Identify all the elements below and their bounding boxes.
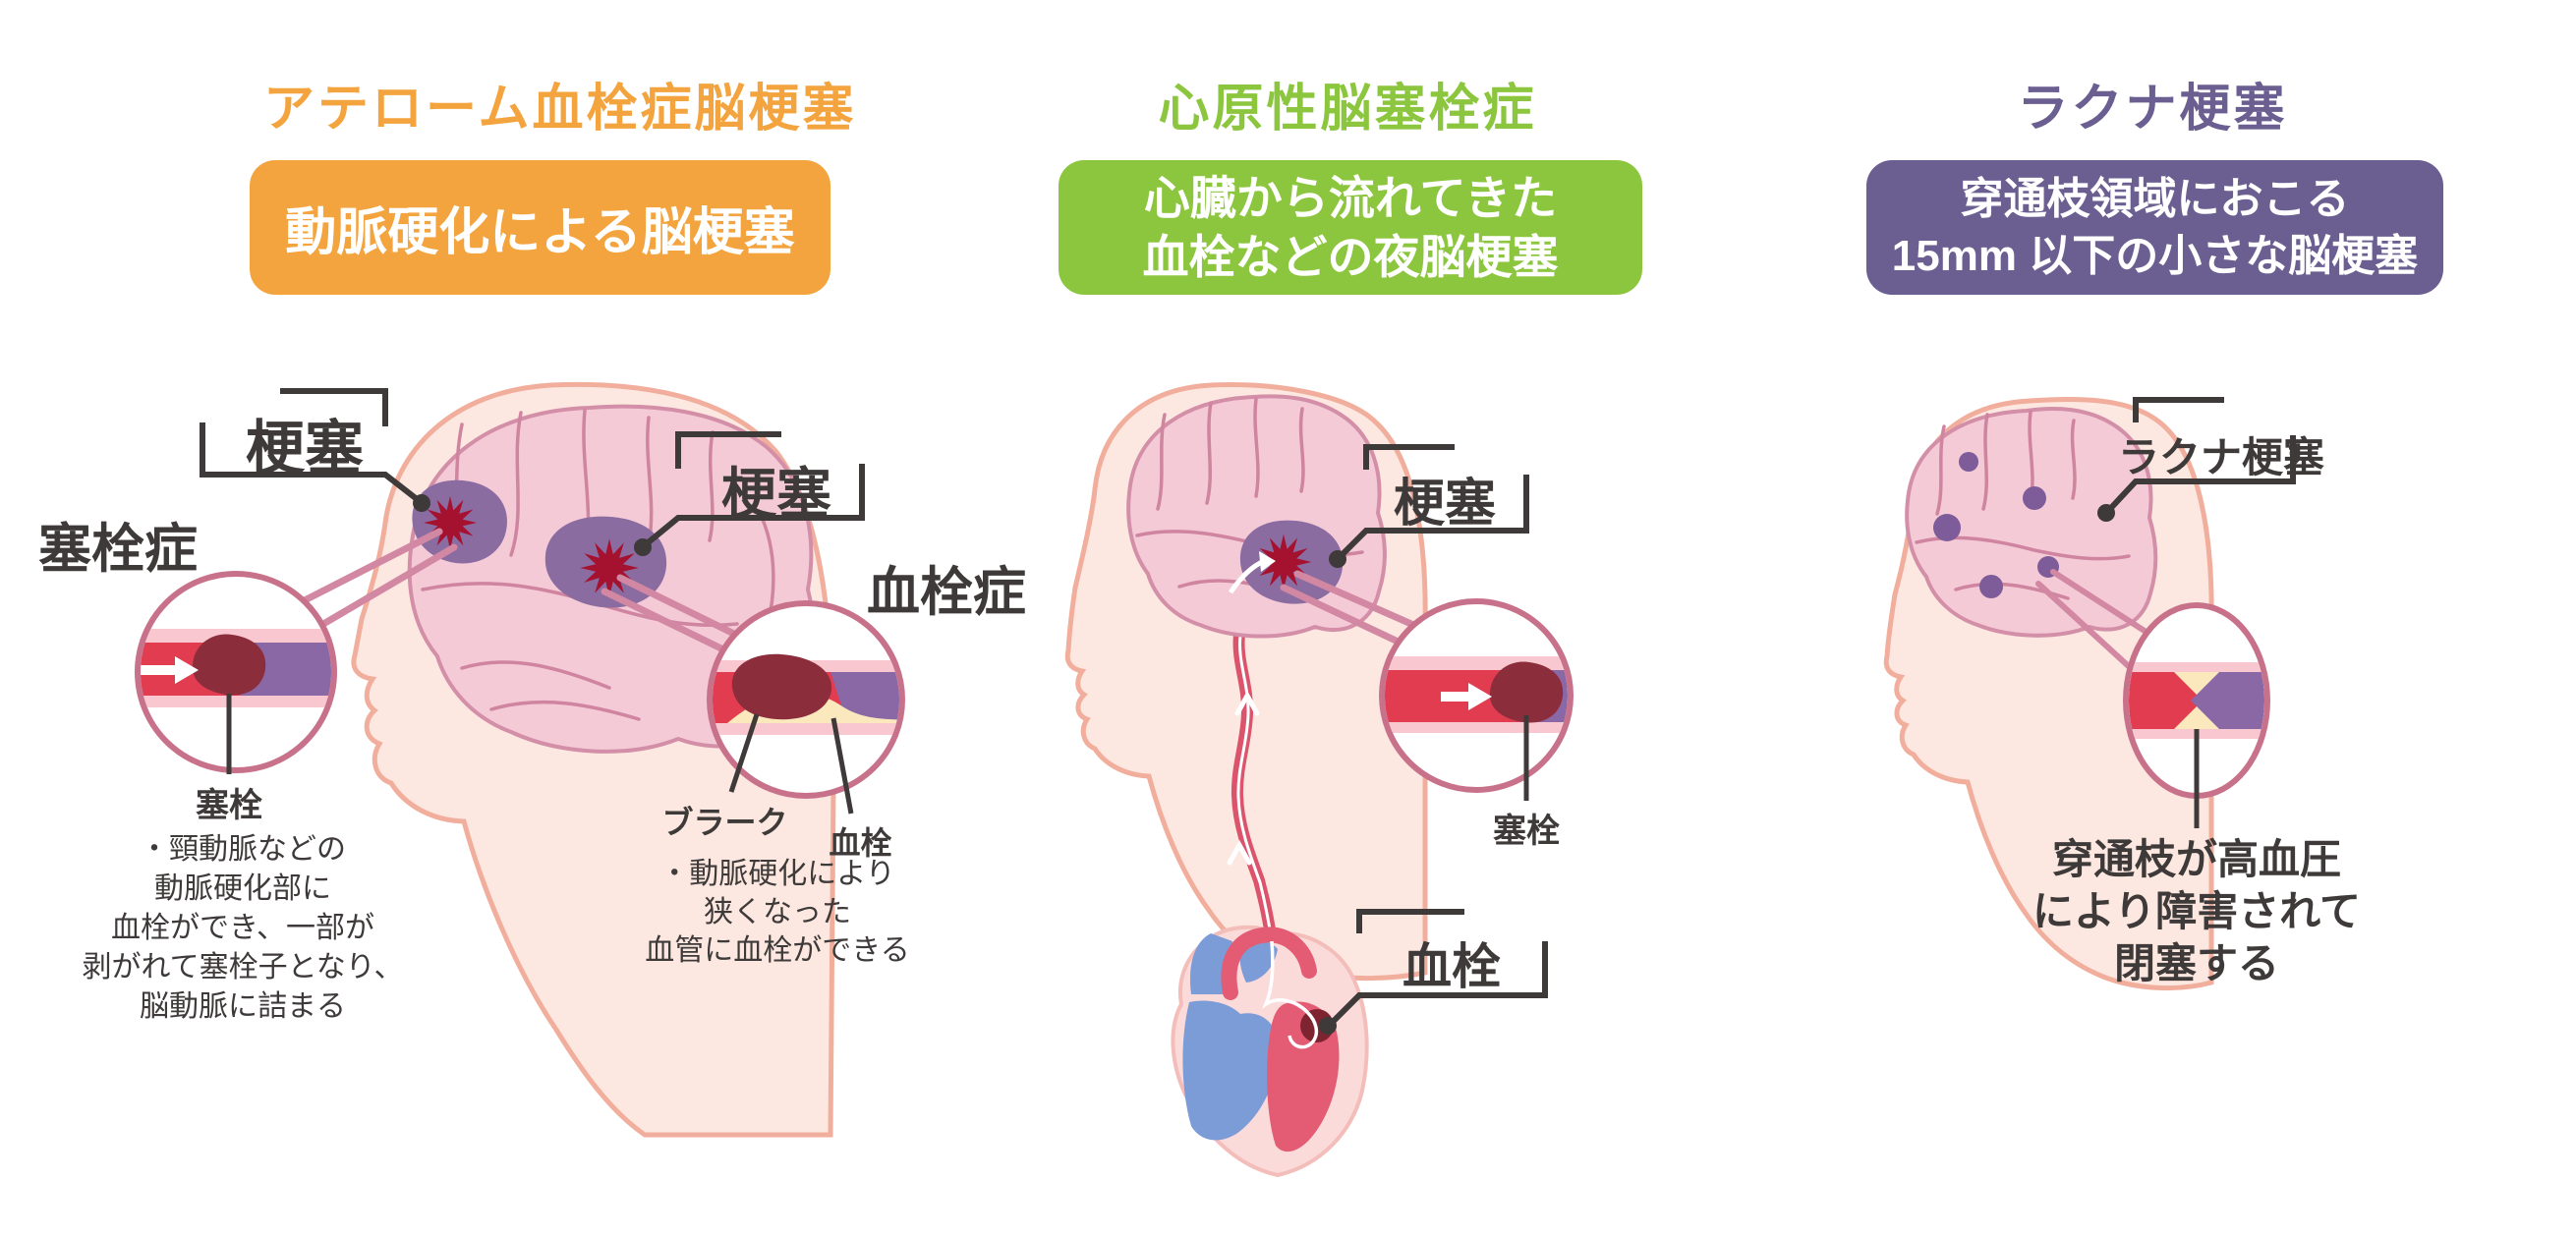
panel2-definition-line1: 心臓から流れてきた xyxy=(1143,171,1558,224)
desc-line: 穿通枝が高血圧 xyxy=(2051,836,2341,882)
leader-dot-thrombus-heart xyxy=(1319,1017,1337,1035)
embolus-path-arrow xyxy=(1228,559,1264,594)
label-thrombus-p2: 血栓 xyxy=(1402,939,1501,994)
callout-connectors-p1 xyxy=(299,528,748,656)
desc-line: 狭くなった xyxy=(704,896,851,928)
panel2-definition-line2: 血栓などの夜脳梗塞 xyxy=(1142,230,1559,283)
panel2-title: 心原性脳塞栓症 xyxy=(1158,81,1537,138)
bracket-infarct-p2 xyxy=(1338,444,1529,559)
vessel-lumen-red xyxy=(2129,672,2203,729)
head-illustration-lacunar xyxy=(1883,397,2214,991)
bracket-lacunar xyxy=(2106,397,2296,513)
panel3-definition-line1: 穿通枝領域におこる xyxy=(1960,174,2350,223)
panel2-definition-box: 心臓から流れてきた 血栓などの夜脳梗塞 xyxy=(1059,160,1642,295)
callout-connectors-p3 xyxy=(2035,569,2153,673)
bracket-infarct-right xyxy=(643,431,865,548)
heart-right-ventricle-blue xyxy=(1182,1000,1279,1141)
thrombosis-description: ・動脈硬化により 狭くなった 血管に血栓ができる xyxy=(630,855,925,970)
desc-line: 血栓ができ、一部が xyxy=(111,912,374,944)
thrombus-leader-line xyxy=(830,717,854,815)
leader-dot-infarct-right xyxy=(634,538,652,556)
embolus-clot xyxy=(192,634,266,696)
panel1-definition-text: 動脈硬化による脳梗塞 xyxy=(285,204,795,261)
flow-arrow-head xyxy=(1468,683,1492,710)
vessel-inset-thrombosis xyxy=(707,600,905,815)
desc-line: ・動脈硬化により xyxy=(659,858,895,890)
desc-line: 脳動脈に詰まる xyxy=(140,990,346,1023)
label-thrombus-p1: 血栓 xyxy=(829,825,892,861)
lacunar-description: 穿通枝が高血圧 により障害されて 閉塞する xyxy=(2000,833,2393,989)
label-embolus-p2: 塞栓 xyxy=(1493,813,1560,850)
vessel-inset-embolus-p2 xyxy=(1379,598,1574,801)
head-illustration-atherothrombotic xyxy=(351,381,836,1138)
desc-line: 動脈硬化部に xyxy=(154,872,331,905)
artery-flow-arrows xyxy=(1227,690,1260,866)
embolus-clot xyxy=(1489,661,1564,723)
desc-line: 閉塞する xyxy=(2113,940,2279,986)
panel3-definition-line2: 15mm 以下の小さな脳梗塞 xyxy=(1891,231,2419,280)
flow-arrow-head xyxy=(175,656,199,684)
label-infarct-right: 梗塞 xyxy=(721,463,831,525)
leader-dot-infarct-left xyxy=(413,494,430,512)
label-thrombosis: 血栓症 xyxy=(867,563,1026,622)
leader-dot-lacunar xyxy=(2097,504,2115,522)
heart-illustration xyxy=(1171,925,1369,1178)
embolus-track-heart xyxy=(1262,940,1319,1049)
label-embolism: 塞栓症 xyxy=(38,520,198,579)
vessel-blocked-purple xyxy=(2191,672,2264,729)
vessel-inset-lacunar xyxy=(2123,602,2270,828)
thrombus-clot xyxy=(731,653,832,720)
panel3-definition-box: 穿通枝領域におこる 15mm 以下の小さな脳梗塞 xyxy=(1866,160,2443,295)
lacunar-infarct-dots xyxy=(1933,452,2059,598)
bracket-infarct-left xyxy=(200,388,423,505)
label-lacunar: ラクナ梗塞 xyxy=(2118,434,2325,480)
label-embolus-p1: 塞栓 xyxy=(196,787,262,824)
embolus-track xyxy=(1236,635,1274,942)
embolism-description: ・頸動脈などの 動脈硬化部に 血栓ができ、一部が 剥がれて塞栓子となり、 脳動脈… xyxy=(46,830,439,1027)
label-infarct-p2: 梗塞 xyxy=(1393,476,1496,533)
label-infarct-left: 梗塞 xyxy=(246,416,364,481)
desc-line: により障害されて xyxy=(2032,888,2361,934)
heart-pulmonary-blue xyxy=(1239,940,1278,983)
desc-line: 剥がれて塞栓子となり、 xyxy=(82,951,404,984)
panel1-title: アテローム血栓症脳梗塞 xyxy=(263,81,857,138)
desc-line: 血管に血栓ができる xyxy=(645,934,910,967)
panel3-title: ラクナ梗塞 xyxy=(2017,81,2288,138)
desc-line: ・頸動脈などの xyxy=(140,833,346,866)
leader-dot-infarct-p2 xyxy=(1329,550,1346,568)
bracket-thrombus-heart xyxy=(1328,909,1548,1027)
vessel-blocked-purple xyxy=(830,672,899,723)
vessel-inset-embolism xyxy=(135,571,337,774)
embolus-path-arrowhead xyxy=(1259,551,1276,572)
plaque-leader-line xyxy=(728,713,760,793)
panel1-definition-box: 動脈硬化による脳梗塞 xyxy=(250,160,830,295)
label-plaque: ブラーク xyxy=(661,805,788,840)
aorta-arch-red xyxy=(1221,927,1317,1000)
